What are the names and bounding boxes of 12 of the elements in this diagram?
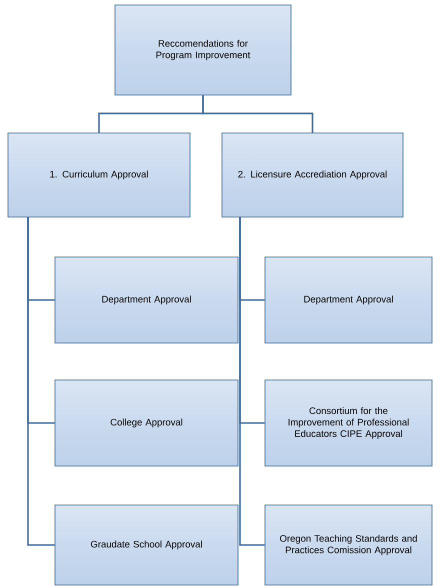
org-box: Oregon Teaching Standards and Practices Comission Approval xyxy=(264,504,432,586)
org-box: Consortium for the Improvement of Professional Educators CIPE Approval xyxy=(264,380,432,466)
org-box: College Approval xyxy=(54,380,238,466)
org-box: Department Approval xyxy=(54,256,238,344)
org-box: Reccomendations for Program Improvement xyxy=(114,4,292,96)
connector-line xyxy=(202,95,314,133)
org-box: Graudate School Approval xyxy=(54,504,238,586)
connector-line xyxy=(27,217,55,546)
org-box: 2. Licensure Accrediation Approval xyxy=(222,132,404,218)
connector-line xyxy=(239,217,265,546)
org-box: Department Approval xyxy=(264,256,432,344)
org-box: 1. Curriculum Approval xyxy=(8,132,190,218)
